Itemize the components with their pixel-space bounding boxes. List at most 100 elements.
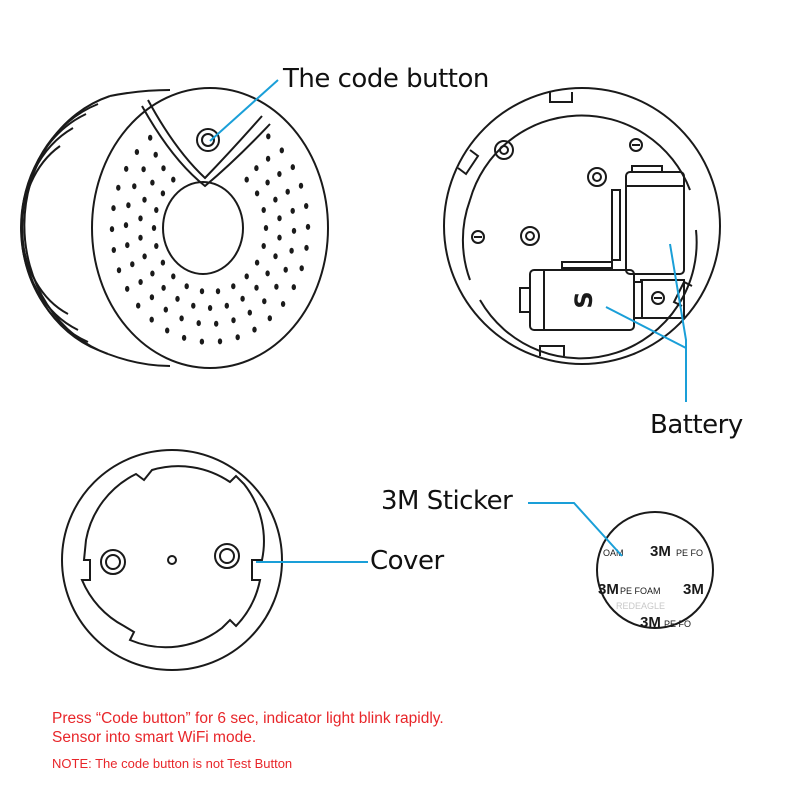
vent-hole (273, 253, 278, 260)
vent-hole (285, 188, 290, 195)
vent-hole (111, 205, 116, 212)
cover (61, 449, 283, 671)
vent-hole (231, 283, 236, 290)
screw-icon (629, 138, 643, 152)
screw-icon (651, 291, 665, 305)
vent-hole (196, 320, 201, 327)
vent-hole (136, 302, 141, 309)
vent-hole (304, 203, 309, 209)
sticker-brand-text: 3M (598, 581, 619, 598)
screw-icon (494, 140, 514, 160)
vent-hole (254, 190, 260, 197)
vent-hole (247, 309, 252, 316)
vent-hole (254, 165, 259, 172)
vent-hole (277, 215, 282, 222)
note-line: NOTE: The code button is not Test Button (52, 756, 293, 771)
cover-screw-hole-icon (214, 543, 240, 569)
sticker-disc (596, 511, 714, 629)
vent-hole (154, 243, 159, 249)
vent-hole (299, 265, 304, 272)
vent-hole (274, 283, 279, 290)
vent-hole (207, 305, 213, 311)
sticker-brand-text: 3M (640, 614, 661, 631)
vent-hole (224, 302, 229, 309)
vent-hole (291, 227, 297, 234)
back-outer-rim (443, 87, 721, 365)
vent-hole (111, 247, 117, 253)
vent-hole (263, 225, 269, 231)
vent-hole (244, 273, 249, 280)
vent-hole (290, 207, 295, 214)
vent-hole (261, 207, 266, 213)
sticker-maker-text: REDEAGLE (616, 601, 665, 611)
vent-hole (125, 242, 130, 249)
vent-hole (184, 283, 189, 290)
battery-vertical (625, 171, 685, 275)
vent-hole (138, 234, 143, 241)
vent-hole (149, 294, 155, 301)
vent-hole (179, 315, 184, 322)
sticker-material-text: PE FOAM (620, 586, 661, 596)
code-button-leader (209, 79, 279, 142)
vent-hole (163, 306, 168, 313)
vent-hole (254, 259, 260, 266)
sensor-front-view (20, 87, 329, 369)
vent-hole (235, 334, 240, 341)
battery-mark: S (570, 291, 598, 308)
vent-hole (261, 243, 266, 249)
vent-hole (265, 270, 270, 277)
vent-hole (149, 316, 154, 323)
instruction-line-2: Sensor into smart WiFi mode. (52, 729, 257, 746)
vent-hole (244, 176, 249, 183)
button-pocket (147, 99, 263, 180)
vent-hole (116, 267, 122, 274)
vent-hole (283, 266, 288, 273)
vent-hole (126, 202, 131, 209)
cover-inner-ring (80, 465, 265, 649)
vent-hole (124, 165, 129, 172)
vent-hole (153, 151, 158, 158)
sticker-material-text: PE FO (664, 619, 691, 629)
sticker: 3M PE FO OAM 3M PE FOAM 3M REDEAGLE 3M P… (596, 511, 714, 631)
sensor-back-view (443, 87, 721, 365)
battery-leader (669, 243, 687, 402)
code-button-icon (196, 128, 220, 152)
cover-center-hole (167, 555, 177, 565)
sticker-brand-text: 3M (650, 543, 671, 560)
vent-hole (191, 302, 196, 309)
vent-hole (304, 244, 309, 251)
instruction-line-1: Press “Code button” for 6 sec, indicator… (52, 710, 444, 727)
vent-hole (277, 171, 282, 177)
vent-hole (298, 182, 304, 189)
vent-hole (277, 234, 282, 241)
vent-hole (231, 317, 236, 324)
vent-hole (130, 261, 135, 268)
vent-hole (214, 320, 219, 327)
vent-hole (252, 326, 257, 333)
vent-hole (151, 225, 157, 231)
back-inner-rim (461, 114, 698, 360)
vent-hole (116, 184, 121, 191)
vent-hole (123, 222, 129, 229)
vent-hole (305, 223, 311, 230)
cover-screw-hole-icon (100, 549, 126, 575)
vent-hole (171, 273, 176, 280)
vent-hole (181, 334, 187, 341)
vent-holes (109, 133, 311, 345)
vent-hole (109, 226, 115, 233)
sensor-body-ring (20, 113, 89, 343)
vent-hole (161, 284, 166, 291)
sticker-material-text: PE FO (676, 548, 703, 558)
vent-hole (138, 279, 143, 285)
vent-hole (132, 183, 137, 190)
vent-hole (254, 284, 259, 291)
cover-label: Cover (370, 546, 444, 576)
vent-hole (165, 327, 170, 334)
vent-hole (273, 196, 278, 203)
vent-hole (199, 288, 205, 295)
vent-hole (267, 315, 272, 322)
vent-hole (141, 166, 146, 173)
sticker-material-text: OAM (603, 548, 624, 558)
vent-hole (138, 215, 143, 222)
